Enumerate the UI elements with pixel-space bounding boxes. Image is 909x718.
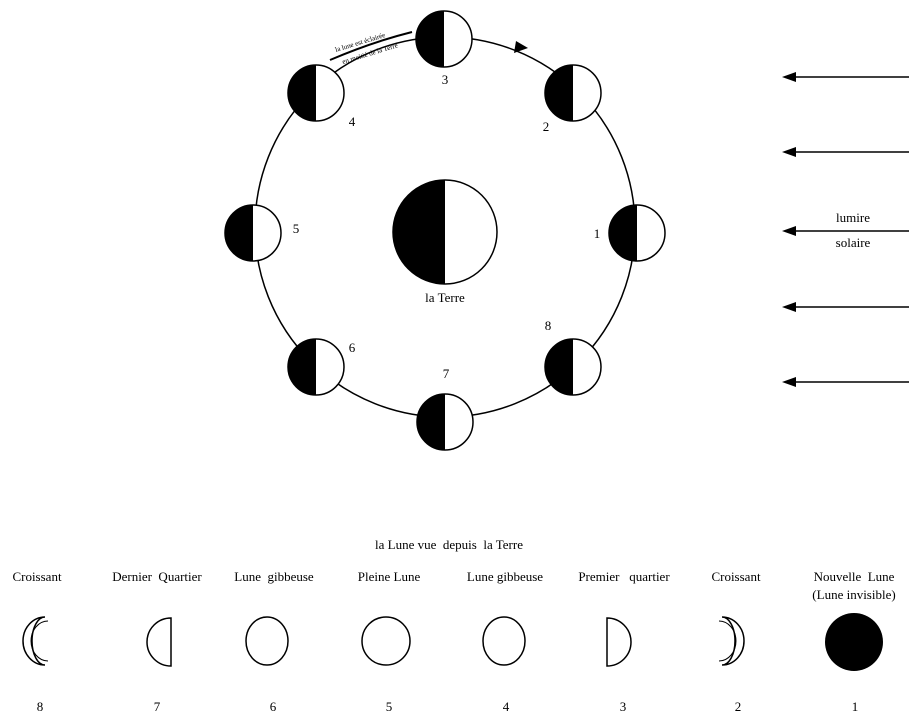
phase-number-6: 6 bbox=[270, 699, 277, 714]
moon-number-4: 4 bbox=[349, 114, 356, 129]
phase-shape-8-inner bbox=[30, 620, 49, 662]
moon-6 bbox=[287, 338, 345, 396]
phases-heading: la Lune vue depuis la Terre bbox=[375, 537, 523, 552]
phase-shape-4 bbox=[482, 616, 526, 666]
phase-number-7: 7 bbox=[154, 699, 161, 714]
sunlight-label-1: lumire bbox=[836, 210, 870, 225]
phase-name-6: Lune gibbeuse bbox=[234, 569, 314, 584]
phase-name-2: Croissant bbox=[711, 569, 761, 584]
phase-name-4: Lune gibbeuse bbox=[467, 569, 543, 584]
phase-shape-2-inner bbox=[718, 620, 737, 662]
phase-name-8: Croissant bbox=[12, 569, 62, 584]
moon-4 bbox=[287, 64, 345, 122]
earth bbox=[392, 179, 498, 285]
orbit-note-line bbox=[329, 31, 413, 61]
moon-3 bbox=[415, 10, 473, 68]
sunlight-label-2: solaire bbox=[836, 235, 871, 250]
phase-number-2: 2 bbox=[735, 699, 742, 714]
phase-shape-2 bbox=[721, 616, 745, 666]
sunlight-arrows bbox=[782, 72, 909, 387]
moon-number-5: 5 bbox=[293, 221, 300, 236]
moon-2 bbox=[544, 64, 602, 122]
phase-name-7: Dernier Quartier bbox=[112, 569, 202, 584]
moon-number-2: 2 bbox=[543, 119, 550, 134]
phase-shape-8 bbox=[22, 616, 46, 666]
phase-name-3: Premier quartier bbox=[578, 569, 670, 584]
phase-number-3: 3 bbox=[620, 699, 627, 714]
moon-7 bbox=[416, 393, 474, 451]
moon-number-1: 1 bbox=[594, 226, 601, 241]
phase-name-5: Pleine Lune bbox=[358, 569, 421, 584]
moon-number-6: 6 bbox=[349, 340, 356, 355]
moon-number-7: 7 bbox=[443, 366, 450, 381]
phase-shape-1 bbox=[825, 613, 883, 671]
moon-number-3: 3 bbox=[442, 72, 449, 87]
moon-5 bbox=[224, 204, 282, 262]
phase-shape-7 bbox=[146, 617, 172, 667]
phase-number-8: 8 bbox=[37, 699, 44, 714]
moon-number-8: 8 bbox=[545, 318, 552, 333]
phase-name-1: Nouvelle Lune bbox=[814, 569, 895, 584]
moon-8 bbox=[544, 338, 602, 396]
phase-name-1-sub: (Lune invisible) bbox=[812, 587, 895, 602]
phase-shape-6 bbox=[245, 616, 289, 666]
phase-number-4: 4 bbox=[503, 699, 510, 714]
phase-shape-5 bbox=[361, 616, 411, 666]
phase-shape-3 bbox=[606, 617, 632, 667]
moon-1 bbox=[608, 204, 666, 262]
phase-number-5: 5 bbox=[386, 699, 393, 714]
earth-label: la Terre bbox=[425, 290, 465, 305]
phase-number-1: 1 bbox=[852, 699, 859, 714]
orbit-direction-arrow bbox=[514, 41, 528, 53]
